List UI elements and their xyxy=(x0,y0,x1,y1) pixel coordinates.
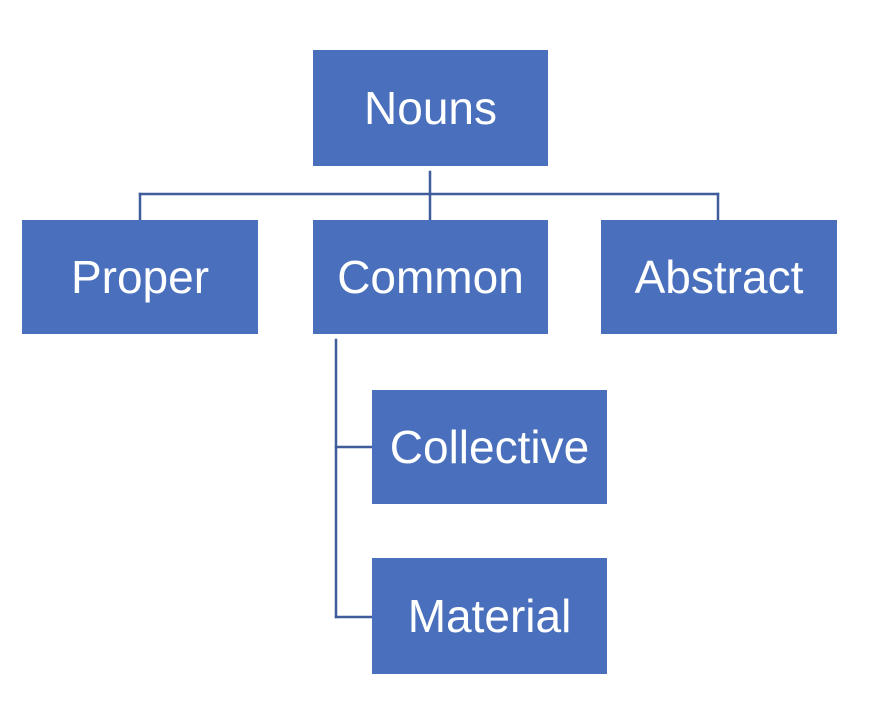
node-material-label: Material xyxy=(407,590,572,642)
node-common: Common xyxy=(313,220,548,334)
node-collective: Collective xyxy=(372,390,607,504)
node-abstract: Abstract xyxy=(601,220,837,334)
node-proper: Proper xyxy=(22,220,258,334)
node-abstract-label: Abstract xyxy=(634,251,804,303)
node-common-label: Common xyxy=(337,251,524,303)
node-nouns-label: Nouns xyxy=(364,82,497,134)
node-material: Material xyxy=(372,558,607,674)
node-collective-label: Collective xyxy=(389,421,590,473)
node-proper-label: Proper xyxy=(70,251,210,303)
node-nouns: Nouns xyxy=(313,50,548,166)
